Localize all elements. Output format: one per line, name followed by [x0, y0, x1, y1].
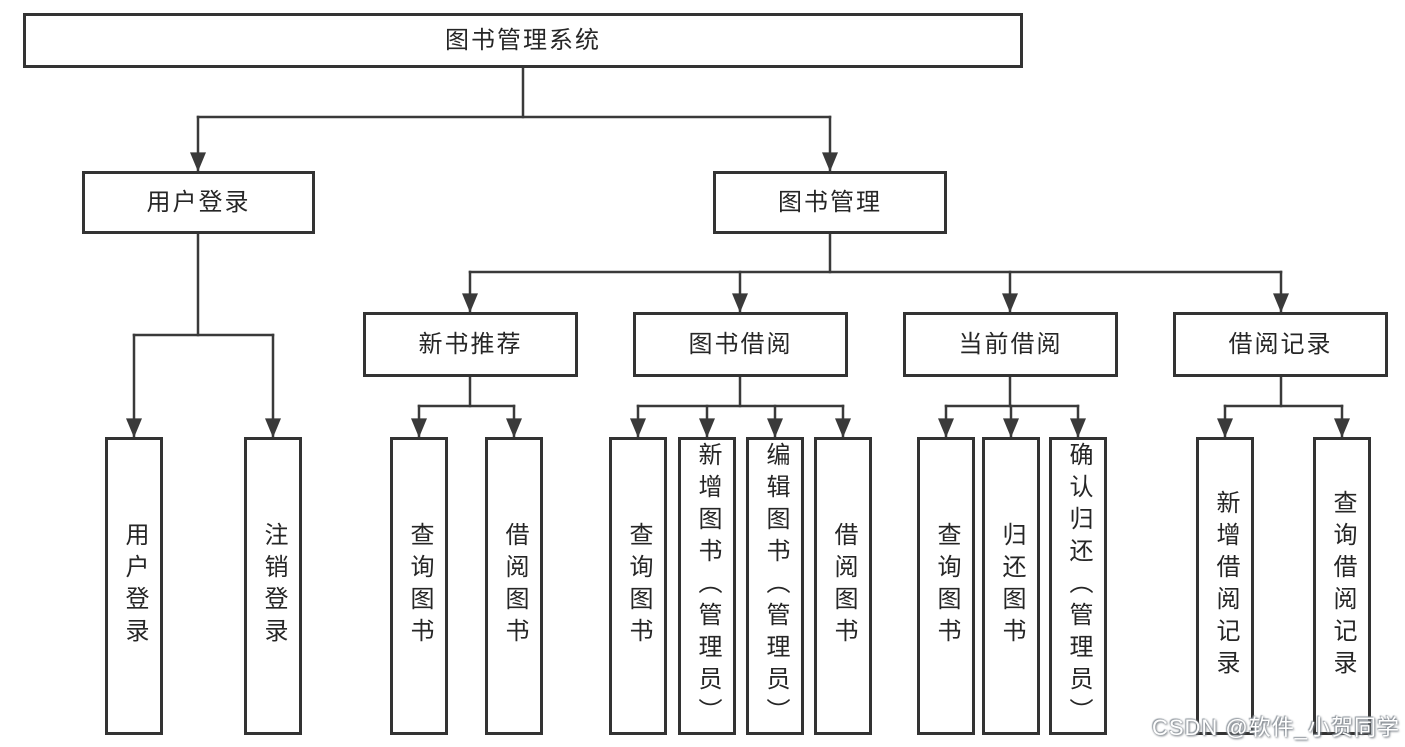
node-current-borrowing: 当前借阅	[903, 312, 1118, 377]
node-label: 用户登录	[146, 188, 251, 216]
node-label: 图书借阅	[688, 330, 793, 358]
node-label: 确认归还（管理员）	[1065, 442, 1092, 730]
leaf-query-borrow-record: 查询借阅记录	[1313, 437, 1371, 735]
leaf-query-books-recommend: 查询图书	[390, 437, 448, 735]
node-label: 借阅记录	[1228, 330, 1333, 358]
csdn-watermark: CSDN @软件_小贺同学	[1151, 715, 1400, 740]
node-label: 新增图书（管理员）	[694, 442, 721, 730]
leaf-borrow-books-recommend: 借阅图书	[485, 437, 543, 735]
node-label: 图书管理	[778, 188, 882, 216]
node-label: 新增借阅记录	[1212, 490, 1239, 682]
node-label: 图书管理系统	[445, 26, 601, 54]
node-label: 查询图书	[625, 522, 652, 650]
leaf-edit-books-admin: 编辑图书（管理员）	[746, 437, 804, 735]
leaf-logout: 注销登录	[244, 437, 302, 735]
node-user-login: 用户登录	[82, 171, 315, 234]
node-label: 查询图书	[933, 522, 960, 650]
node-new-book-recommendation: 新书推荐	[363, 312, 578, 377]
node-label: 借阅图书	[830, 522, 857, 650]
leaf-query-books-current: 查询图书	[917, 437, 975, 735]
node-label: 查询图书	[406, 522, 433, 650]
node-label: 当前借阅	[958, 330, 1063, 358]
leaf-add-books-admin: 新增图书（管理员）	[678, 437, 736, 735]
node-label: 查询借阅记录	[1329, 490, 1356, 682]
leaf-query-books-borrowing: 查询图书	[609, 437, 667, 735]
node-book-borrowing: 图书借阅	[633, 312, 848, 377]
node-library-management-system: 图书管理系统	[23, 13, 1023, 68]
node-borrowing-records: 借阅记录	[1173, 312, 1388, 377]
leaf-add-borrow-record: 新增借阅记录	[1196, 437, 1254, 735]
leaf-user-login: 用户登录	[105, 437, 163, 735]
node-label: 用户登录	[121, 522, 148, 650]
node-label: 借阅图书	[501, 522, 528, 650]
node-label: 新书推荐	[418, 330, 523, 358]
node-label: 归还图书	[998, 522, 1025, 650]
node-label: 注销登录	[260, 522, 287, 650]
leaf-confirm-return-admin: 确认归还（管理员）	[1049, 437, 1107, 735]
node-label: 编辑图书（管理员）	[762, 442, 789, 730]
leaf-return-books: 归还图书	[982, 437, 1040, 735]
leaf-borrow-books: 借阅图书	[814, 437, 872, 735]
node-book-management: 图书管理	[713, 171, 947, 234]
